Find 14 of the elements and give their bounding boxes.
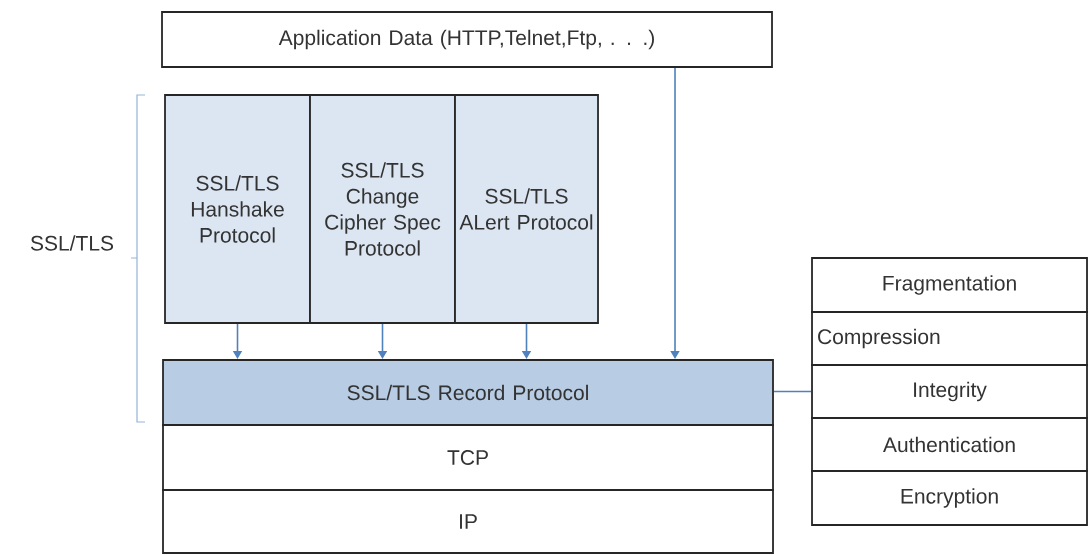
layer-box: SSL/TLS Record Protocol (162, 359, 774, 426)
layer-box: TCP (162, 424, 774, 491)
layer-box: Application Data (HTTP,Telnet,Ftp, . . .) (161, 11, 773, 68)
function-cell: Authentication (811, 417, 1088, 472)
function-cell: Fragmentation (811, 257, 1088, 313)
protocol-box: SSL/TLS Change Cipher Spec Protocol (309, 94, 456, 324)
arrow (670, 67, 680, 359)
function-cell: Integrity (811, 364, 1088, 419)
function-cell: Encryption (811, 470, 1088, 526)
protocol-box: SSL/TLS Hanshake Protocol (164, 94, 311, 324)
function-cell: Compression (811, 311, 1088, 366)
protocol-box: SSL/TLS ALert Protocol (454, 94, 599, 324)
layer-box: IP (162, 489, 774, 554)
group-label: SSL/TLS (30, 235, 114, 251)
